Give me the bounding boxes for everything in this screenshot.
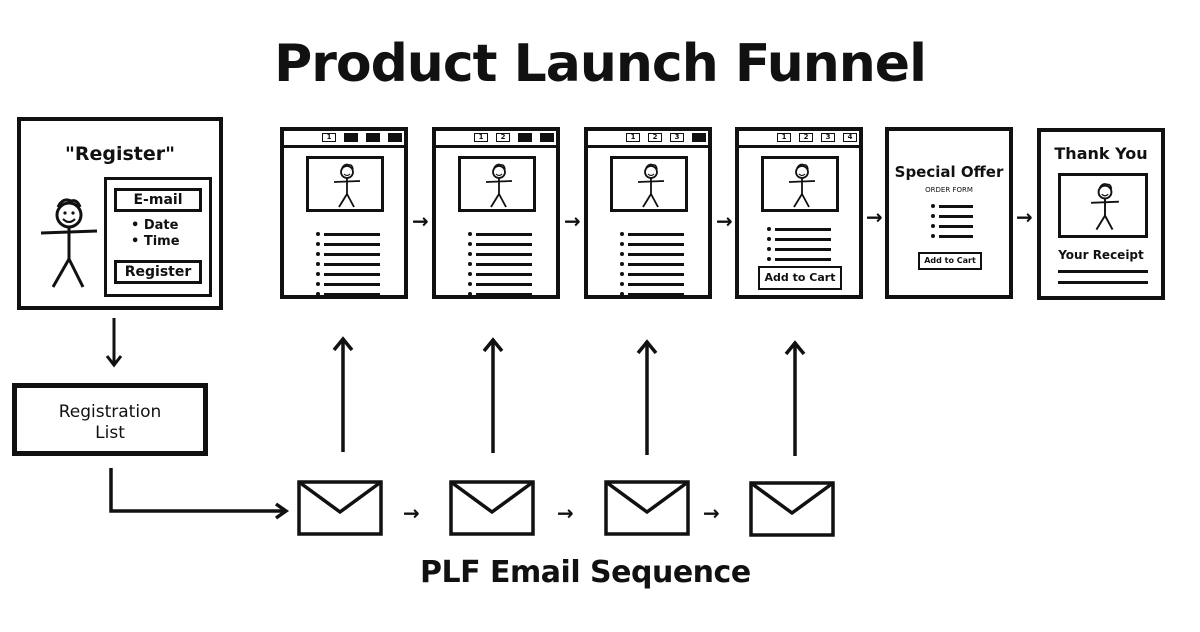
registration-form: E-mail • Date • Time Register bbox=[104, 177, 212, 297]
tab-2-locked bbox=[344, 133, 358, 142]
email-field[interactable]: E-mail bbox=[114, 188, 202, 212]
thank-you-page: Thank You Your Receipt bbox=[1037, 128, 1165, 300]
arrow-up-icon bbox=[482, 337, 504, 453]
tab-4-locked bbox=[540, 133, 554, 142]
arrow-right-icon: → bbox=[866, 205, 883, 229]
video-frame bbox=[610, 156, 688, 212]
thank-you-heading: Thank You bbox=[1054, 144, 1148, 163]
tab-1: 1 bbox=[626, 133, 640, 142]
tab-4-locked bbox=[388, 133, 402, 142]
email-sequence-label: PLF Email Sequence bbox=[420, 555, 751, 590]
person-icon bbox=[637, 163, 665, 208]
arrow-right-icon: → bbox=[557, 501, 574, 525]
elbow-arrow-icon bbox=[109, 468, 290, 520]
arrow-down-icon bbox=[105, 318, 123, 368]
tab-2: 2 bbox=[496, 133, 510, 142]
video-frame bbox=[1058, 173, 1148, 238]
special-offer-heading: Special Offer bbox=[894, 163, 1004, 181]
arrow-right-icon: → bbox=[1016, 205, 1033, 229]
tab-2: 2 bbox=[648, 133, 662, 142]
envelope-icon bbox=[449, 480, 535, 536]
page-tab-bar: 1 bbox=[284, 131, 404, 148]
registration-list-line2: List bbox=[95, 423, 125, 443]
receipt-line bbox=[1058, 270, 1148, 273]
tab-3-locked bbox=[518, 133, 532, 142]
arrow-right-icon: → bbox=[703, 501, 720, 525]
tab-1: 1 bbox=[322, 133, 336, 142]
person-icon bbox=[485, 163, 513, 208]
arrow-right-icon: → bbox=[716, 209, 733, 233]
person-icon bbox=[1091, 183, 1119, 231]
video-frame bbox=[458, 156, 536, 212]
diagram-title: Product Launch Funnel bbox=[274, 34, 927, 94]
registration-list-line1: Registration bbox=[58, 402, 162, 422]
tab-4: 4 bbox=[843, 133, 857, 142]
tab-1: 1 bbox=[777, 133, 791, 142]
add-to-cart-button[interactable]: Add to Cart bbox=[918, 252, 982, 270]
tab-2: 2 bbox=[799, 133, 813, 142]
arrow-right-icon: → bbox=[564, 209, 581, 233]
page-tab-bar: 1 2 3 4 bbox=[739, 131, 859, 148]
envelope-icon bbox=[604, 480, 690, 536]
bullet-list bbox=[767, 224, 831, 264]
special-offer-page: Special Offer ORDER FORM Add to Cart bbox=[885, 127, 1013, 299]
bullet-list bbox=[931, 201, 973, 241]
content-page-3: 1 2 3 bbox=[584, 127, 712, 299]
receipt-label: Your Receipt bbox=[1058, 248, 1144, 262]
arrow-right-icon: → bbox=[403, 501, 420, 525]
registration-heading: "Register" bbox=[64, 143, 176, 165]
bullet-list bbox=[468, 229, 532, 299]
video-frame bbox=[306, 156, 384, 212]
bullet-list bbox=[316, 229, 380, 299]
video-frame bbox=[761, 156, 839, 212]
tab-3-locked bbox=[366, 133, 380, 142]
page-tab-bar: 1 2 bbox=[436, 131, 556, 148]
arrow-up-icon bbox=[784, 340, 806, 456]
arrow-up-icon bbox=[332, 336, 354, 452]
page-tab-bar: 1 2 3 bbox=[588, 131, 708, 148]
arrow-right-icon: → bbox=[412, 209, 429, 233]
envelope-icon bbox=[297, 480, 383, 536]
time-bullet: • Time bbox=[131, 234, 180, 249]
tab-3: 3 bbox=[670, 133, 684, 142]
receipt-line bbox=[1058, 281, 1148, 284]
bullet-list bbox=[620, 229, 684, 299]
tab-3: 3 bbox=[821, 133, 835, 142]
order-form-label: ORDER FORM bbox=[925, 186, 973, 194]
registration-page: "Register" E-mail • Date • Time Register bbox=[17, 117, 223, 310]
registration-list: Registration List bbox=[12, 383, 208, 456]
person-icon bbox=[333, 163, 361, 208]
content-page-4: 1 2 3 4 Add to Cart bbox=[735, 127, 863, 299]
register-button[interactable]: Register bbox=[114, 260, 202, 284]
date-bullet: • Date bbox=[131, 218, 179, 233]
envelope-icon bbox=[749, 481, 835, 537]
tab-4-locked bbox=[692, 133, 706, 142]
add-to-cart-button[interactable]: Add to Cart bbox=[758, 266, 842, 290]
content-page-1: 1 bbox=[280, 127, 408, 299]
person-icon bbox=[40, 198, 98, 288]
tab-1: 1 bbox=[474, 133, 488, 142]
person-icon bbox=[788, 163, 816, 208]
arrow-up-icon bbox=[636, 339, 658, 455]
content-page-2: 1 2 bbox=[432, 127, 560, 299]
